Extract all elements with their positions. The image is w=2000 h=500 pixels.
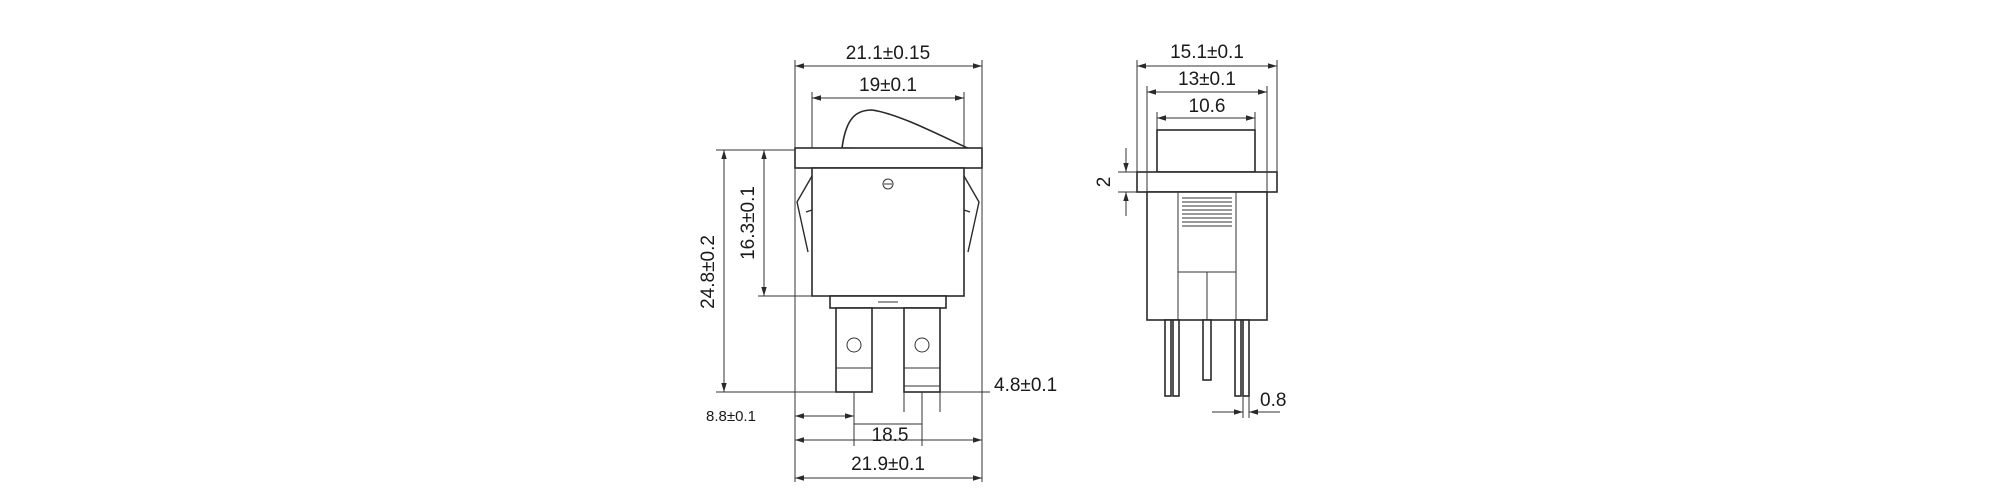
dim-terminal-width: 4.8±0.1 <box>994 375 1057 396</box>
housing <box>811 167 965 297</box>
side-cap <box>1156 129 1256 173</box>
dim-overall-width-bottom: 21.9±0.1 <box>851 454 925 475</box>
side-flange <box>1136 171 1278 193</box>
rocker-actuator <box>841 109 973 151</box>
dim-inner-width-top: 19±0.1 <box>859 75 917 96</box>
dim-terminal-pitch: 18.5 <box>872 425 909 446</box>
dim-flange-thickness: 2 <box>1094 177 1115 188</box>
side-pins <box>1164 319 1250 397</box>
dim-flange-width: 15.1±0.1 <box>1170 42 1244 63</box>
dim-pin-width: 0.8 <box>1260 390 1286 411</box>
side-inner-guide <box>1177 192 1237 320</box>
side-dimensions: 15.1±0.1 13±0.1 10.6 2 0.8 <box>1094 42 1286 418</box>
front-dimensions: 21.1±0.15 19±0.1 24.8±0.2 16.3±0.1 4.8±0… <box>698 43 1057 482</box>
side-view <box>1136 129 1278 397</box>
right-snap-clip <box>963 175 980 253</box>
front-view <box>794 109 983 393</box>
terminal-left <box>835 307 873 393</box>
screw-mark <box>882 178 894 190</box>
dim-cap-width: 10.6 <box>1189 96 1226 117</box>
dim-terminal-offset: 8.8±0.1 <box>706 408 756 425</box>
left-snap-clip <box>796 175 813 253</box>
terminal-right <box>903 307 941 393</box>
dim-overall-width-top: 21.1±0.15 <box>846 43 930 64</box>
top-flange <box>794 147 983 169</box>
dim-overall-height: 24.8±0.2 <box>698 235 719 309</box>
dim-body-height: 16.3±0.1 <box>738 186 759 260</box>
dim-body-width: 13±0.1 <box>1178 69 1236 90</box>
